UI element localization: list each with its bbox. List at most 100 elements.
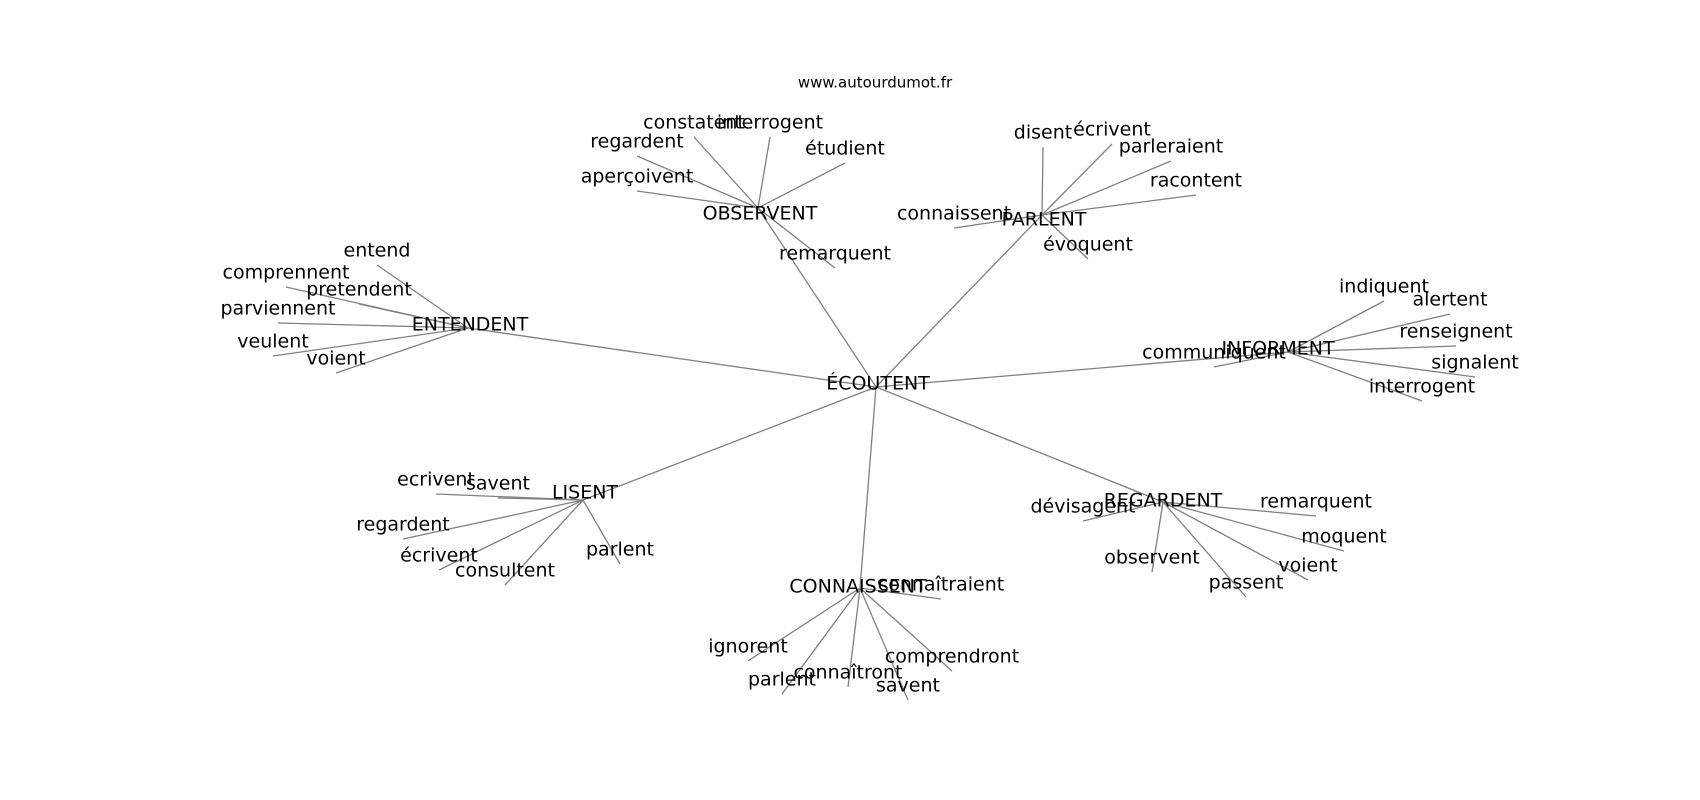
edge-center-hub [875,214,1043,388]
leaf-node: écrivent [400,545,478,567]
edge-center-hub [859,386,877,589]
leaf-node: alertent [1412,289,1487,311]
leaf-node: parviennent [221,298,336,320]
edge-hub-leaf [1287,313,1451,353]
edge-hub-leaf [757,207,836,269]
leaf-node: passent [1209,572,1284,594]
leaf-node: signalent [1431,352,1518,374]
leaf-node: interrogent [717,112,823,134]
leaf-node: savent [876,675,940,697]
leaf-node: aperçoivent [581,166,694,188]
edge-hub-leaf [272,327,469,357]
leaf-node: entend [344,240,411,262]
edge-center-hub [467,327,877,388]
hub-node: OBSERVENT [703,203,818,225]
edge-center-hub [582,386,877,501]
graph-edges [272,136,1476,701]
leaf-node: ignorent [708,636,788,658]
center-node: ÉCOUTENT [826,372,930,395]
leaf-node: communiquent [1142,342,1286,364]
leaf-node: renseignent [1399,321,1512,343]
edge-hub-leaf [1287,345,1457,353]
leaf-node: savent [466,473,530,495]
edge-hub-leaf [757,136,771,209]
leaf-node: évoquent [1043,234,1133,256]
edge-center-hub [757,207,877,388]
edge-hub-leaf [693,136,759,209]
edge-center-hub [875,386,1164,503]
edge-hub-leaf [504,499,584,586]
leaf-node: racontent [1150,170,1242,192]
edge-hub-leaf [582,499,621,565]
hub-node: LISENT [552,482,618,504]
leaf-node: veulent [237,331,308,353]
edge-hub-leaf [1287,300,1385,353]
edge-hub-leaf [358,303,469,329]
leaf-node: interrogent [1369,376,1475,398]
hub-node: REGARDENT [1104,490,1223,512]
edge-hub-leaf [497,497,584,501]
hub-node: CONNAISSENT [789,576,927,598]
edge-hub-leaf [747,587,861,662]
edge-hub-leaf [277,322,469,329]
leaf-node: parlent [748,669,816,691]
edge-hub-leaf [953,214,1043,229]
edge-hub-leaf [376,264,469,329]
leaf-node: voient [1278,555,1337,577]
edge-hub-leaf [1287,351,1476,378]
edge-hub-leaf [1041,146,1044,216]
leaf-node: connaîtraient [878,574,1004,596]
leaf-node: connaissent [897,203,1011,225]
edge-center-hub [875,351,1289,388]
leaf-node: dévisagent [1030,496,1135,518]
leaf-node: voient [306,348,365,370]
leaf-node: remarquent [1260,491,1372,513]
edge-hub-leaf [1162,501,1317,517]
leaf-node: regardent [590,131,684,153]
edge-hub-leaf [1162,501,1247,598]
edge-hub-leaf [1082,501,1164,522]
leaf-node: pretendent [306,279,412,301]
edge-hub-leaf [636,155,759,209]
graph-labels: ÉCOUTENTOBSERVENTregardentconstatentinte… [221,112,1519,697]
leaf-node: comprendront [885,646,1019,668]
leaf-node: parleraient [1119,136,1223,158]
leaf-node: observent [1104,547,1200,569]
leaf-node: parlent [586,539,654,561]
edge-hub-leaf [1287,351,1423,402]
edge-hub-leaf [1041,143,1113,216]
leaf-node: regardent [356,514,450,536]
leaf-node: indiquent [1339,276,1429,298]
edge-hub-leaf [1213,351,1289,368]
edge-hub-leaf [1041,160,1172,216]
edge-hub-leaf [438,499,584,571]
leaf-node: comprennent [223,262,350,284]
edge-hub-leaf [1162,501,1345,552]
hub-node: ENTENDENT [412,314,529,336]
edge-hub-leaf [1041,194,1197,216]
edge-hub-leaf [859,587,909,701]
edge-hub-leaf [636,190,759,209]
hub-node: PARLENT [1002,209,1087,231]
edge-hub-leaf [335,327,469,374]
leaf-node: moquent [1301,526,1386,548]
leaf-node: étudient [805,138,885,160]
leaf-node: constatent [643,112,745,134]
leaf-node: écrivent [1073,119,1151,141]
leaf-node: connaîtront [793,662,902,684]
watermark: www.autourdumot.fr [798,74,953,92]
edge-hub-leaf [757,162,846,209]
edge-hub-leaf [781,587,861,695]
edge-hub-leaf [859,587,953,672]
edge-hub-leaf [1041,214,1089,260]
edge-hub-leaf [1162,501,1309,581]
edge-hub-leaf [847,587,861,688]
leaf-node: disent [1014,122,1072,144]
leaf-node: ecrivent [397,469,475,491]
edge-hub-leaf [1151,501,1164,573]
edge-hub-leaf [402,499,584,540]
hub-node: INFORMENT [1221,338,1335,360]
leaf-node: remarquent [779,243,891,265]
leaf-node: consultent [455,560,555,582]
